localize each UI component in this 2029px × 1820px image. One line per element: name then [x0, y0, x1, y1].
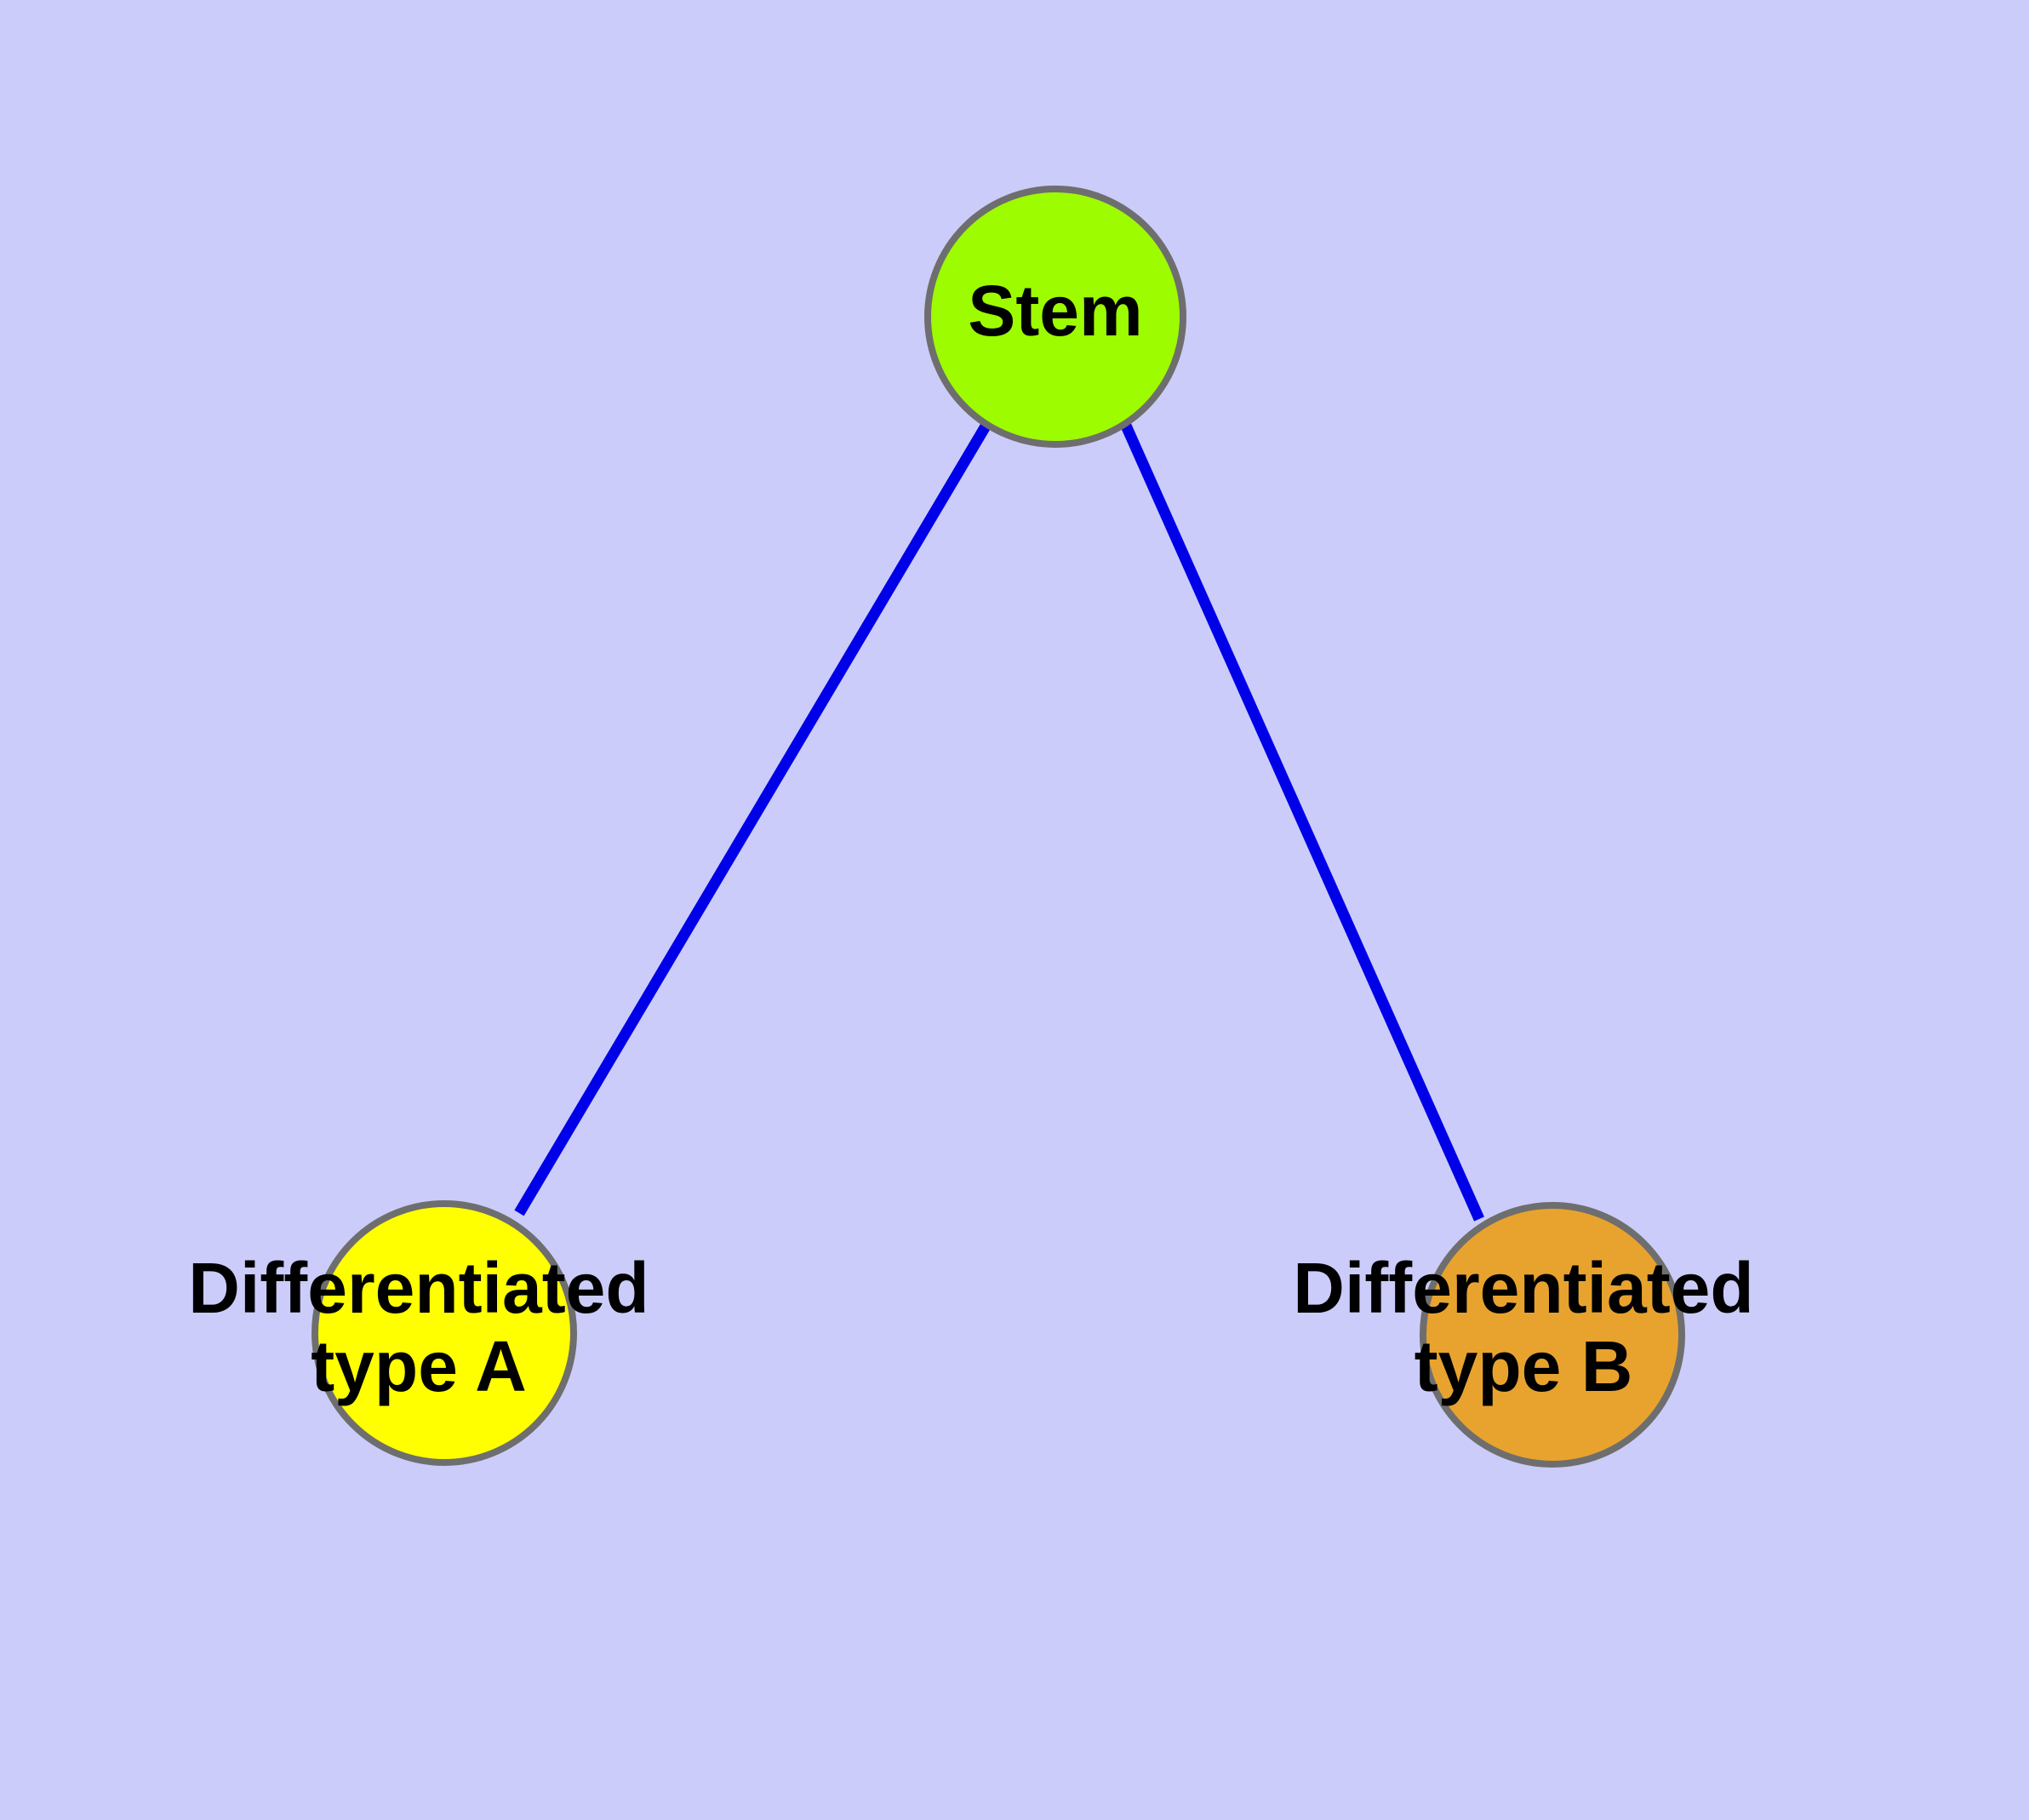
edges-layer — [514, 421, 1484, 1222]
graph-node-diff-a[interactable] — [311, 1200, 577, 1466]
graph-node-label-line: Stem — [968, 271, 1142, 351]
nodes-layer — [311, 186, 1685, 1468]
graph-node-stem[interactable] — [924, 186, 1186, 448]
graph-node-label-line: type A — [311, 1326, 527, 1406]
graph-node-label-line: Differentiated — [188, 1248, 649, 1328]
graph-edge-stem-to-diff-b — [1121, 423, 1484, 1222]
graph-edge-stem-to-diff-a — [514, 421, 992, 1216]
graph-node-label-stem: Stem — [968, 271, 1142, 351]
graph-node-label-line: type B — [1415, 1326, 1633, 1406]
graph-node-diff-b[interactable] — [1420, 1202, 1685, 1468]
graph-node-label-line: Differentiated — [1293, 1248, 1753, 1328]
